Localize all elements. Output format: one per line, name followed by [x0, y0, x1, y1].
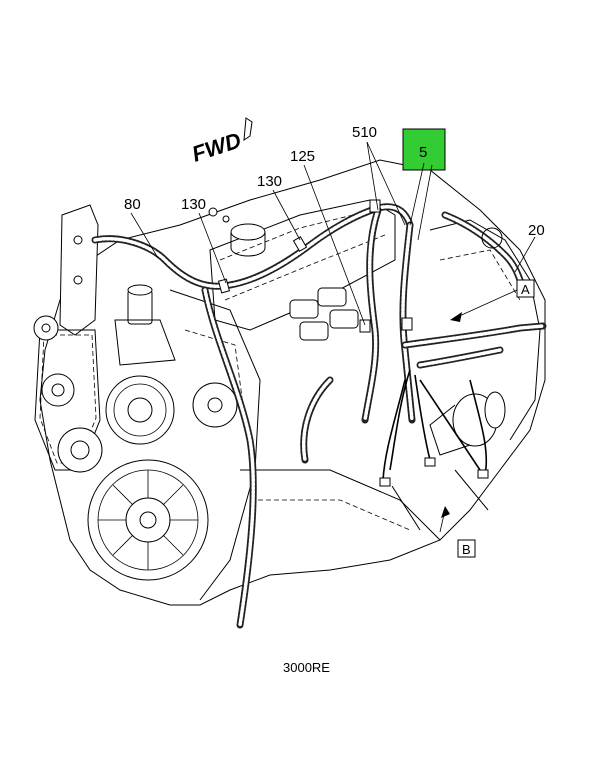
fwd-label: FWD [189, 127, 244, 166]
figure-caption: 3000RE [283, 660, 330, 675]
view-b-arrowhead [441, 506, 450, 518]
callout-130-left: 130 [181, 196, 206, 213]
engine-block [39, 159, 546, 606]
callout-125: 125 [290, 148, 315, 165]
view-label-a: A [516, 279, 535, 298]
leader-lines [130, 141, 536, 533]
callout-20: 20 [528, 222, 545, 239]
front-pulleys [33, 315, 238, 581]
callout-5: 5 [419, 144, 427, 161]
callout-510: 510 [352, 124, 377, 141]
view-a-arrowhead [450, 312, 462, 322]
forward-direction-indicator: FWD [189, 117, 253, 167]
view-label-b-text: B [462, 542, 471, 557]
view-label-a-text: A [521, 282, 530, 297]
view-label-b: B [457, 539, 476, 558]
callout-80: 80 [124, 196, 141, 213]
callout-130-top: 130 [257, 173, 282, 190]
